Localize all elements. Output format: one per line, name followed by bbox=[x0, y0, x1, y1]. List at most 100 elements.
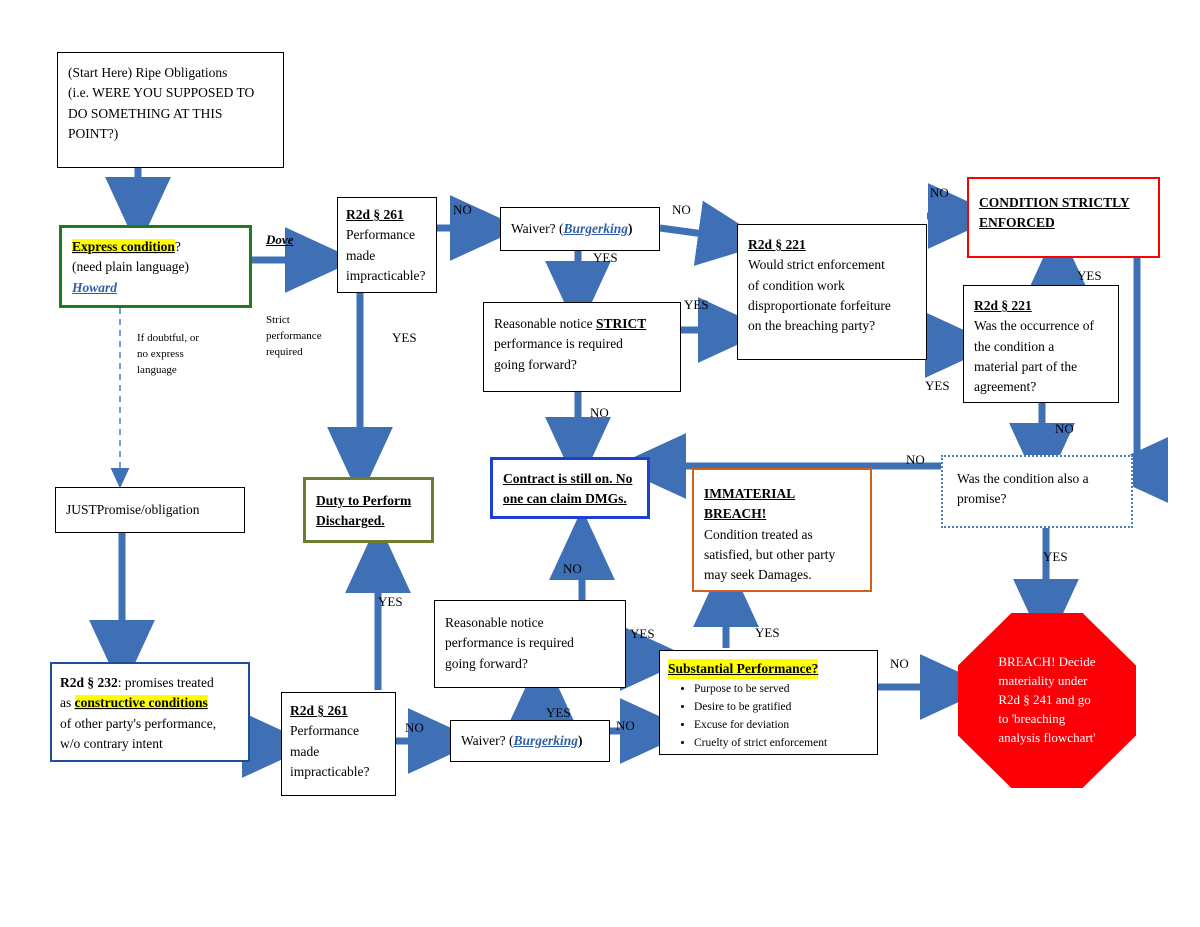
node-was-condition-also-promise[interactable]: Was the condition also a promise? bbox=[941, 455, 1133, 528]
list-item: Cruelty of strict enforcement bbox=[694, 735, 869, 753]
edge-label-no-261-top: NO bbox=[453, 202, 472, 217]
node-waiver-top[interactable]: Waiver? (Burgerking) bbox=[500, 207, 660, 251]
node-r2d261-bottom[interactable]: R2d § 261 Performance made impracticable… bbox=[281, 692, 396, 796]
node-reasonable-bottom[interactable]: Reasonable notice performance is require… bbox=[434, 600, 626, 688]
start-line-1: (Start Here) Ripe Obligations bbox=[68, 65, 228, 80]
edge-label-yes-promise: YES bbox=[1043, 549, 1068, 564]
condition-enforced-line-2: ENFORCED bbox=[979, 215, 1055, 231]
node-waiver-bottom[interactable]: Waiver? (Burgerking) bbox=[450, 720, 610, 762]
edge-label-yes-waiver-top: YES bbox=[593, 250, 618, 265]
edge-label-dove[interactable]: Dove bbox=[266, 232, 294, 247]
reasonable-strict-pre: Reasonable notice bbox=[494, 316, 596, 331]
node-condition-strictly-enforced[interactable]: CONDITION STRICTLY ENFORCED bbox=[967, 177, 1160, 258]
r2d232-after-heading: : promises treated bbox=[117, 675, 214, 690]
immaterial-breach-line-1: Condition treated as bbox=[704, 526, 813, 542]
r2d221-material-heading: R2d § 221 bbox=[974, 298, 1032, 313]
node-duty-discharged[interactable]: Duty to Perform Discharged. bbox=[303, 477, 434, 543]
r2d261-top-line-1: Performance bbox=[346, 227, 415, 243]
r2d221-forfeiture-line-3: disproportionate forfeiture bbox=[748, 297, 891, 313]
waiver-top-suffix: ) bbox=[628, 220, 633, 236]
edge-waiver-no-to-221 bbox=[659, 200, 770, 266]
reasonable-bottom-line-3: going forward? bbox=[445, 655, 528, 671]
edge-label-no-reasonable-bottom: NO bbox=[563, 561, 582, 576]
breach-stop-line-4: to 'breaching bbox=[998, 710, 1066, 726]
breach-stop-line-1: BREACH! Decide bbox=[998, 654, 1096, 670]
node-express-condition[interactable]: Express condition? (need plain language)… bbox=[59, 225, 252, 308]
list-item: Excuse for deviation bbox=[694, 717, 869, 735]
r2d221-forfeiture-line-1: Would strict enforcement bbox=[748, 257, 885, 273]
start-line-3: DO SOMETHING AT THIS bbox=[68, 105, 223, 121]
condition-enforced-line-1: CONDITION STRICTLY bbox=[979, 195, 1130, 210]
edge-label-no-forfeiture: NO bbox=[930, 185, 949, 200]
list-item: Desire to be gratified bbox=[694, 699, 869, 717]
express-condition-note: (need plain language) bbox=[72, 259, 189, 275]
case-link-burgerking-top[interactable]: Burgerking bbox=[563, 220, 629, 236]
also-promise-line-2: promise? bbox=[957, 491, 1007, 507]
case-link-howard[interactable]: Howard bbox=[72, 279, 118, 295]
reasonable-bottom-line-2: performance is required bbox=[445, 635, 574, 651]
edge-label-if-doubtful: If doubtful, or no express language bbox=[137, 332, 200, 376]
node-reasonable-strict[interactable]: Reasonable notice STRICT performance is … bbox=[483, 302, 681, 392]
immaterial-breach-line-3: may seek Damages. bbox=[704, 567, 812, 582]
node-just-promise[interactable]: JUSTPromise/obligation bbox=[55, 487, 245, 533]
edge-label-yes-reasonable-bottom: YES bbox=[630, 626, 655, 641]
node-start[interactable]: (Start Here) Ripe Obligations (i.e. WERE… bbox=[57, 52, 284, 168]
express-condition-heading: Express condition? bbox=[72, 237, 239, 257]
breach-stop-text: BREACH! Decide materiality under R2d § 2… bbox=[972, 653, 1121, 747]
edge-label-yes-material: YES bbox=[1077, 268, 1102, 283]
express-condition-qmark: ? bbox=[174, 239, 181, 254]
substantial-performance-bullets: Purpose to be served Desire to be gratif… bbox=[668, 681, 869, 752]
r2d232-line-2: as constructive conditions bbox=[60, 693, 240, 713]
node-r2d261-top[interactable]: R2d § 261 Performance made impracticable… bbox=[337, 197, 437, 293]
immaterial-breach-line-2: satisfied, but other party bbox=[704, 546, 836, 562]
node-breach-stop[interactable]: BREACH! Decide materiality under R2d § 2… bbox=[958, 613, 1136, 788]
node-substantial-performance[interactable]: Substantial Performance? Purpose to be s… bbox=[659, 650, 878, 755]
node-r2d221-forfeiture[interactable]: R2d § 221 Would strict enforcement of co… bbox=[737, 224, 927, 360]
r2d221-material-line-2: the condition a bbox=[974, 338, 1055, 354]
reasonable-strict-line-1: Reasonable notice STRICT bbox=[494, 314, 670, 334]
edge-label-no-material: NO bbox=[1055, 421, 1074, 436]
list-item: Purpose to be served bbox=[694, 681, 869, 699]
duty-discharged-line-1: Duty to Perform bbox=[316, 493, 412, 508]
reasonable-bottom-line-1: Reasonable notice bbox=[445, 615, 544, 630]
r2d232-line-1: R2d § 232: promises treated bbox=[60, 673, 240, 693]
node-r2d221-material[interactable]: R2d § 221 Was the occurrence of the cond… bbox=[963, 285, 1119, 403]
edge-label-yes-232: YES bbox=[378, 594, 403, 609]
edge-enforced-to-promise bbox=[1096, 258, 1168, 503]
waiver-bottom-suffix: ) bbox=[578, 732, 583, 748]
start-line-4: POINT?) bbox=[68, 125, 119, 141]
node-contract-still-on[interactable]: Contract is still on. No one can claim D… bbox=[490, 457, 650, 519]
waiver-top-text: Waiver? (Burgerking) bbox=[511, 219, 633, 239]
edge-label-yes-forfeiture: YES bbox=[925, 378, 950, 393]
just-promise-text: JUSTPromise/obligation bbox=[66, 501, 200, 517]
r2d221-forfeiture-line-4: on the breaching party? bbox=[748, 318, 876, 333]
waiver-top-prefix: Waiver? ( bbox=[511, 220, 564, 236]
node-r2d232[interactable]: R2d § 232: promises treated as construct… bbox=[50, 662, 250, 762]
start-line-2: (i.e. WERE YOU SUPPOSED TO bbox=[68, 85, 255, 101]
r2d261-bottom-line-2: made bbox=[290, 743, 320, 759]
edge-label-yes-waiver-bottom: YES bbox=[546, 705, 571, 720]
edge-label-no-waiver-top: NO bbox=[672, 202, 691, 217]
r2d221-forfeiture-heading: R2d § 221 bbox=[748, 237, 806, 252]
r2d232-line2-pre: as bbox=[60, 695, 75, 711]
substantial-performance-heading: Substantial Performance? bbox=[668, 659, 819, 680]
reasonable-strict-line-2: performance is required bbox=[494, 336, 623, 352]
edge-label-yes-strict: YES bbox=[684, 297, 709, 312]
reasonable-strict-line-3: going forward? bbox=[494, 356, 577, 372]
edge-label-no-strict: NO bbox=[590, 405, 609, 420]
r2d261-bottom-line-1: Performance bbox=[290, 723, 359, 739]
waiver-bottom-prefix: Waiver? ( bbox=[461, 732, 514, 748]
contract-still-on-line-2: one can claim DMGs. bbox=[503, 491, 627, 507]
r2d221-material-line-4: agreement? bbox=[974, 379, 1037, 394]
r2d232-line-3: of other party's performance, bbox=[60, 715, 217, 731]
edge-label-no-waiver-bottom: NO bbox=[616, 718, 635, 733]
r2d261-top-line-3: impracticable? bbox=[346, 267, 426, 283]
node-immaterial-breach[interactable]: IMMATERIAL BREACH! Condition treated as … bbox=[692, 468, 872, 592]
case-link-burgerking-bottom[interactable]: Burgerking bbox=[513, 732, 579, 748]
r2d261-top-heading: R2d § 261 bbox=[346, 207, 404, 222]
r2d221-material-line-1: Was the occurrence of bbox=[974, 318, 1094, 334]
edge-label-no-substantial: NO bbox=[890, 656, 909, 671]
duty-discharged-line-2: Discharged. bbox=[316, 513, 385, 529]
r2d221-forfeiture-line-2: of condition work bbox=[748, 277, 845, 293]
